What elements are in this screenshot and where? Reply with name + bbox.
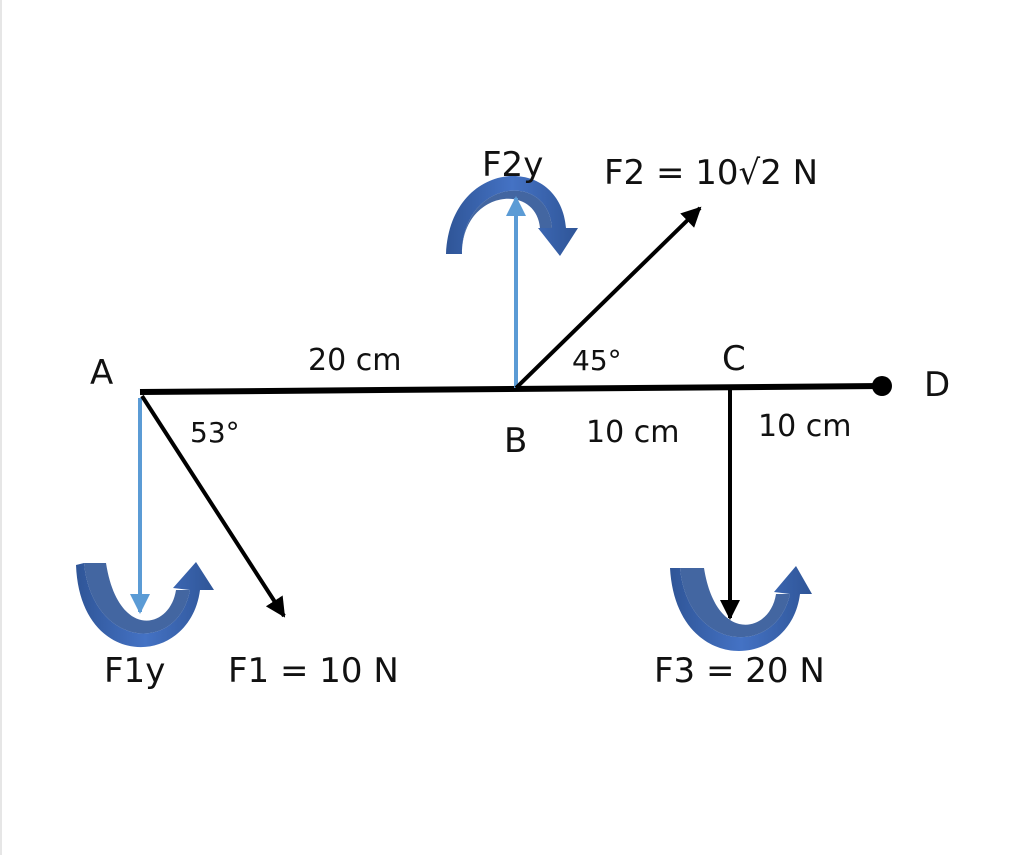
distance-ab-label: 20 cm [308,343,401,378]
point-c-label: C [722,339,746,379]
frame-edge [0,0,2,855]
f3-label: F3 = 20 N [654,651,825,691]
distance-cd-label: 10 cm [758,409,851,444]
f1-label: F1 = 10 N [228,651,399,691]
point-b-label: B [504,421,527,461]
angle-a-label: 53° [190,416,240,449]
f1y-label: F1y [104,651,165,691]
rotation-arrow-icon [446,175,578,256]
f2-label: F2 = 10√2 N [604,153,818,193]
point-d-dot [872,376,892,396]
distance-bc-label: 10 cm [586,415,679,450]
beam [139,383,883,395]
f2y-label: F2y [482,145,543,185]
point-d-label: D [924,365,950,405]
rotation-arrow-icon [670,566,812,651]
f2-arrow [514,206,702,390]
angle-b-label: 45° [572,344,622,377]
point-a-label: A [90,353,113,393]
f1-arrow [140,394,286,618]
rotation-arrow-icon [76,562,214,648]
